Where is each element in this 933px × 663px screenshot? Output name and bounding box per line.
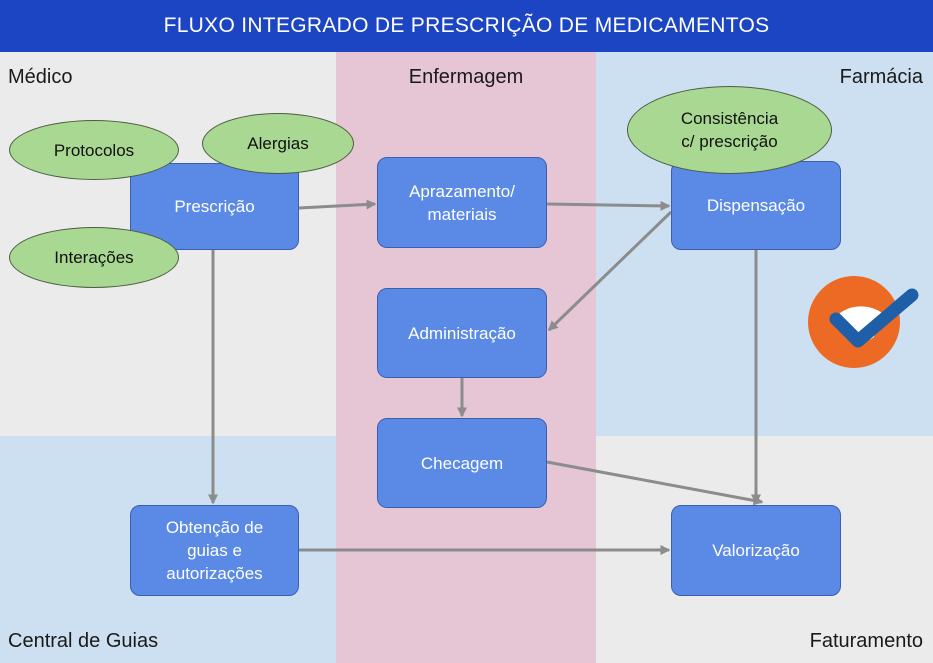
note-protocolos: Protocolos [9,120,179,180]
lane-label-central-guias: Central de Guias [8,630,159,652]
note-consistencia: Consistência c/ prescrição [627,86,832,174]
node-prescricao: Prescrição [130,163,299,250]
lane-label-medico: Médico [8,66,73,88]
arrow-prescricao-aprazamento [298,199,377,210]
lane-label-faturamento: Faturamento [809,630,923,652]
arrow-checagem-valorizacao [546,460,764,506]
node-administracao: Administração [377,288,547,378]
note-interacoes: Interações [9,227,179,288]
node-valorizacao: Valorização [671,505,841,596]
lane-label-enfermagem: Enfermagem [408,66,524,88]
check-logo-icon [808,276,919,368]
note-alergias: Alergias [202,113,354,174]
node-guias: Obtenção de guias e autorizações [130,505,299,596]
page-title: FLUXO INTEGRADO DE PRESCRIÇÃO DE MEDICAM… [0,0,933,52]
arrow-aprazamento-dispensacao [546,200,671,211]
node-aprazamento: Aprazamento/ materiais [377,157,547,248]
node-dispensacao: Dispensação [671,161,841,250]
arrow-dispensacao-administracao [547,210,673,332]
lane-label-farmacia: Farmácia [839,66,923,88]
node-checagem: Checagem [377,418,547,508]
